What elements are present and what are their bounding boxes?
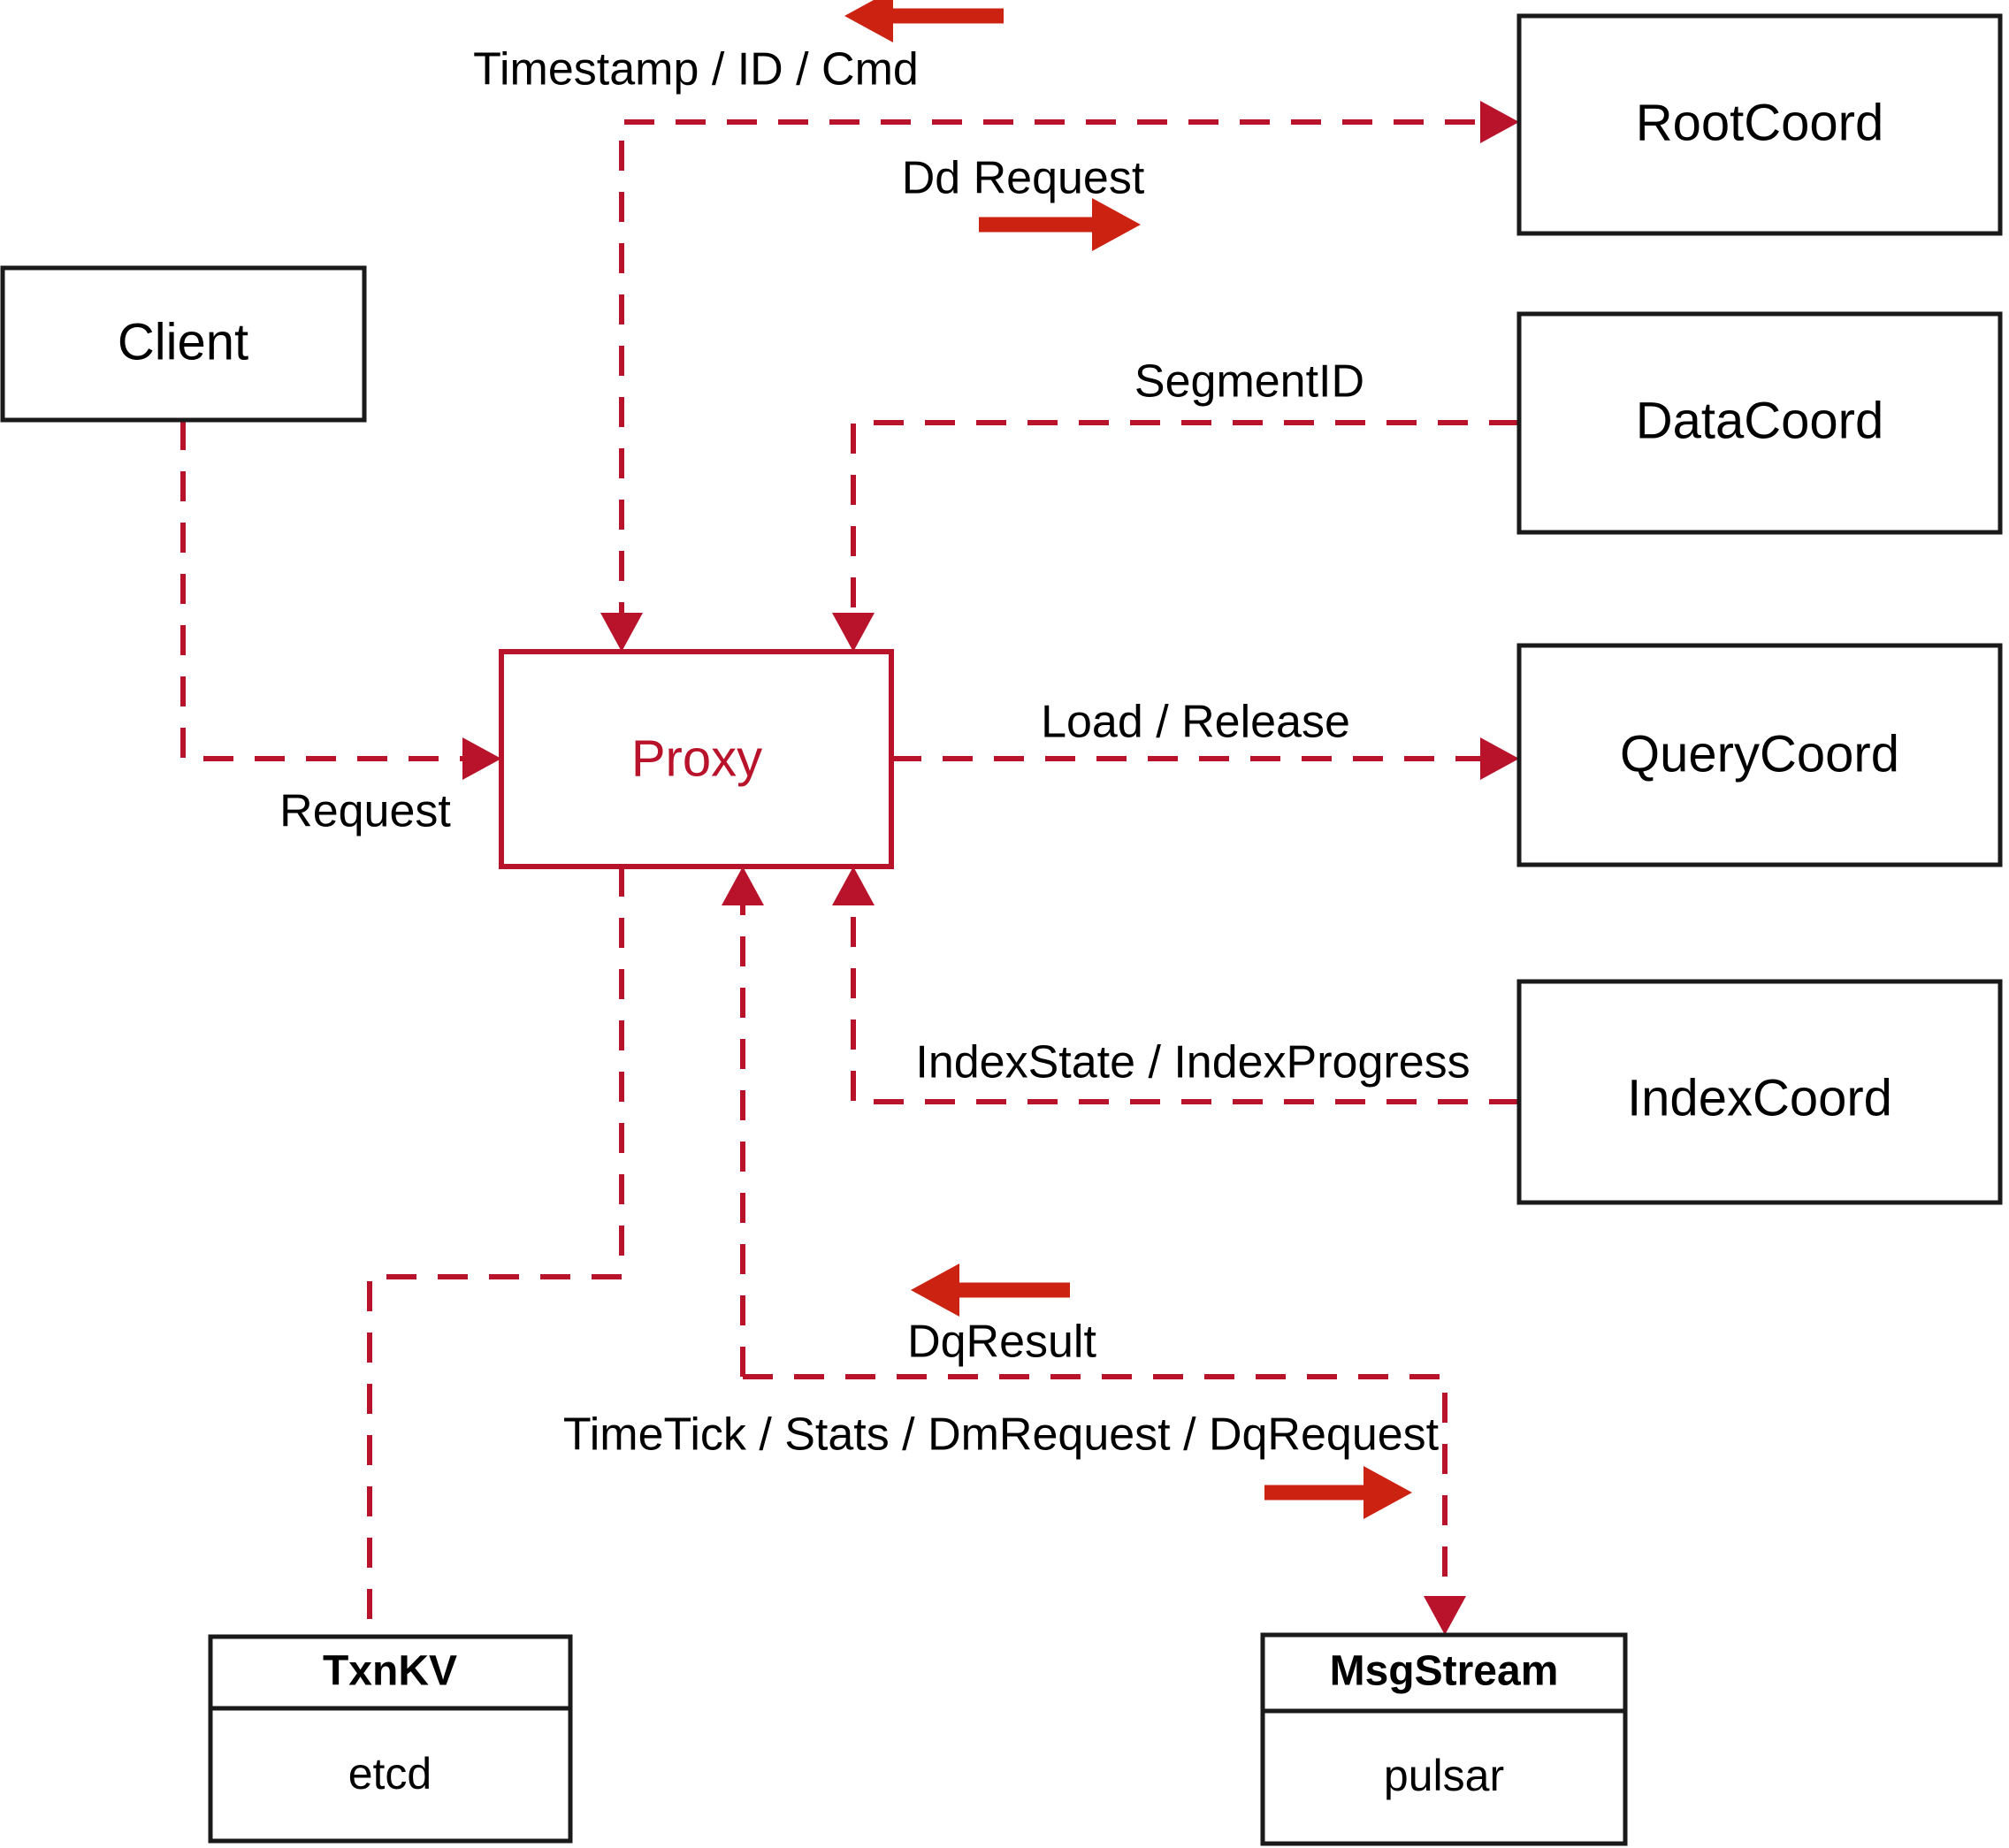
- node-querycoord[interactable]: QueryCoord: [1516, 643, 2003, 867]
- edge-label-dd-request: Dd Request: [902, 153, 1145, 204]
- flow-datacoord-to-proxy: [851, 420, 1519, 632]
- flow-proxy-to-txnkv: [367, 867, 624, 1637]
- arrowhead-datacoord-to-proxy: [832, 613, 875, 652]
- edge-label-timetick-stats-dmrequest-dqrequest: TimeTick / Stats / DmRequest / DqRequest: [563, 1409, 1440, 1461]
- node-datacoord-label: DataCoord: [1636, 392, 1883, 449]
- edge-label-request: Request: [279, 786, 451, 837]
- arrowhead-rootcoord-to-proxy: [600, 613, 643, 652]
- node-datacoord[interactable]: DataCoord: [1516, 311, 2003, 535]
- arrowhead-client-to-proxy: [462, 737, 501, 780]
- node-rootcoord-label: RootCoord: [1636, 94, 1883, 151]
- edge-label-load-release: Load / Release: [1041, 697, 1350, 748]
- node-indexcoord-label: IndexCoord: [1627, 1069, 1892, 1126]
- node-proxy-label: Proxy: [631, 729, 762, 787]
- edge-label-indexstate-indexprogress: IndexState / IndexProgress: [915, 1037, 1470, 1088]
- arrowhead-proxy-to-msgstream: [1424, 1596, 1466, 1635]
- flow-indexcoord-to-proxy: [851, 886, 1519, 1104]
- node-rootcoord[interactable]: RootCoord: [1516, 13, 2003, 236]
- arrowhead-proxy-to-querycoord: [1480, 737, 1519, 780]
- annotation-arrow-dd-request-right: [979, 198, 1141, 251]
- edge-label-dqresult: DqResult: [907, 1317, 1096, 1368]
- arrowhead-indexcoord-to-proxy: [832, 867, 875, 905]
- node-client-label: Client: [118, 313, 248, 370]
- arrowhead-msgstream-to-proxy: [722, 867, 764, 905]
- edge-label-segmentid: SegmentID: [1134, 356, 1364, 408]
- node-txnkv-label: TxnKV: [323, 1648, 457, 1695]
- annotation-arrow-dqresult-left: [911, 1264, 1070, 1317]
- node-msgstream-impl-label: pulsar: [1384, 1751, 1504, 1800]
- arrowhead-proxy-to-rootcoord: [1480, 101, 1519, 143]
- node-txnkv[interactable]: TxnKV etcd: [208, 1634, 573, 1844]
- node-txnkv-impl-label: etcd: [348, 1749, 432, 1798]
- node-querycoord-label: QueryCoord: [1620, 725, 1899, 783]
- annotation-arrow-dqrequest-right: [1264, 1466, 1412, 1519]
- annotation-arrow-timestamp-left: [844, 0, 1004, 42]
- node-client[interactable]: Client: [0, 265, 367, 423]
- edge-label-timestamp-id-cmd: Timestamp / ID / Cmd: [473, 44, 919, 95]
- node-proxy[interactable]: Proxy: [499, 649, 894, 869]
- flow-proxy-to-rootcoord: [619, 119, 1500, 632]
- node-msgstream-label: MsgStream: [1330, 1648, 1559, 1695]
- node-indexcoord[interactable]: IndexCoord: [1516, 979, 2003, 1205]
- flow-proxy-to-msgstream: [743, 1374, 1448, 1615]
- node-msgstream[interactable]: MsgStream pulsar: [1260, 1632, 1628, 1846]
- flow-client-to-proxy: [180, 420, 482, 761]
